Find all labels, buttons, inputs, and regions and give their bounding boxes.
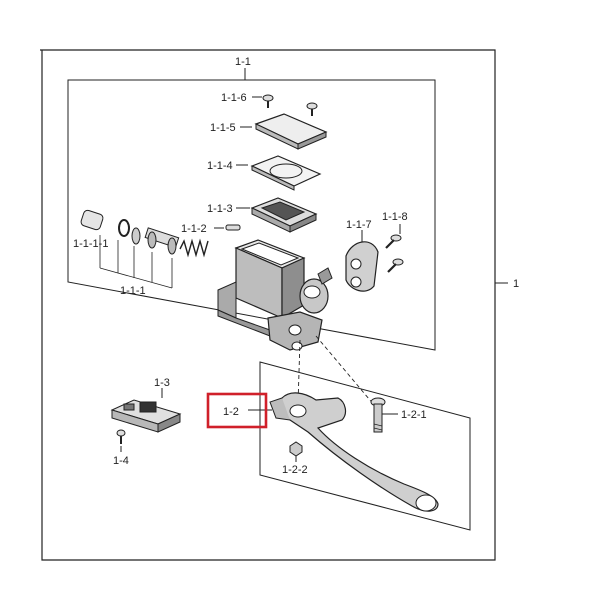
label-cap-screw: 1-1-6 bbox=[221, 92, 247, 104]
clamp-icon bbox=[345, 230, 379, 292]
switch-screw-icon bbox=[116, 429, 126, 452]
label-switch-screw: 1-4 bbox=[113, 455, 129, 467]
label-clamp: 1-1-7 bbox=[346, 219, 372, 231]
reservoir-cap-icon bbox=[240, 113, 328, 150]
label-pin: 1-1-2 bbox=[181, 223, 207, 235]
label-lever-nut: 1-2-2 bbox=[282, 464, 308, 476]
label-diaphragm-plate: 1-1-3 bbox=[207, 203, 233, 215]
label-lever-bolt: 1-2-1 bbox=[401, 409, 427, 421]
label-lever: 1-2 bbox=[223, 406, 239, 418]
label-master-cylinder: 1-1 bbox=[235, 56, 251, 68]
brake-switch-icon bbox=[110, 388, 182, 433]
label-cap: 1-1-5 bbox=[210, 122, 236, 134]
diaphragm-plate-icon bbox=[236, 155, 322, 191]
master-cylinder-frame bbox=[67, 79, 436, 351]
piston-kit-icon bbox=[80, 209, 209, 289]
master-cylinder-body-icon bbox=[217, 239, 333, 351]
outer-frame bbox=[40, 49, 496, 561]
label-diaphragm: 1-1-4 bbox=[207, 160, 233, 172]
label-assembly: 1 bbox=[513, 278, 519, 290]
label-switch: 1-3 bbox=[154, 377, 170, 389]
pin-icon bbox=[214, 224, 241, 231]
brake-lever-icon bbox=[269, 392, 439, 512]
lever-frame bbox=[259, 361, 471, 531]
diaphragm-icon bbox=[236, 197, 318, 233]
lever-bolt-icon bbox=[370, 397, 398, 433]
highlight-box bbox=[206, 392, 268, 429]
label-piston-kit: 1-1-1 bbox=[120, 285, 146, 297]
cap-screw-icon bbox=[252, 94, 318, 116]
label-piston-kit-sub: 1-1-1-1 bbox=[73, 238, 108, 250]
clamp-bolt-icon bbox=[385, 224, 404, 273]
lever-nut-icon bbox=[289, 441, 303, 462]
label-clamp-bolt: 1-1-8 bbox=[382, 211, 408, 223]
